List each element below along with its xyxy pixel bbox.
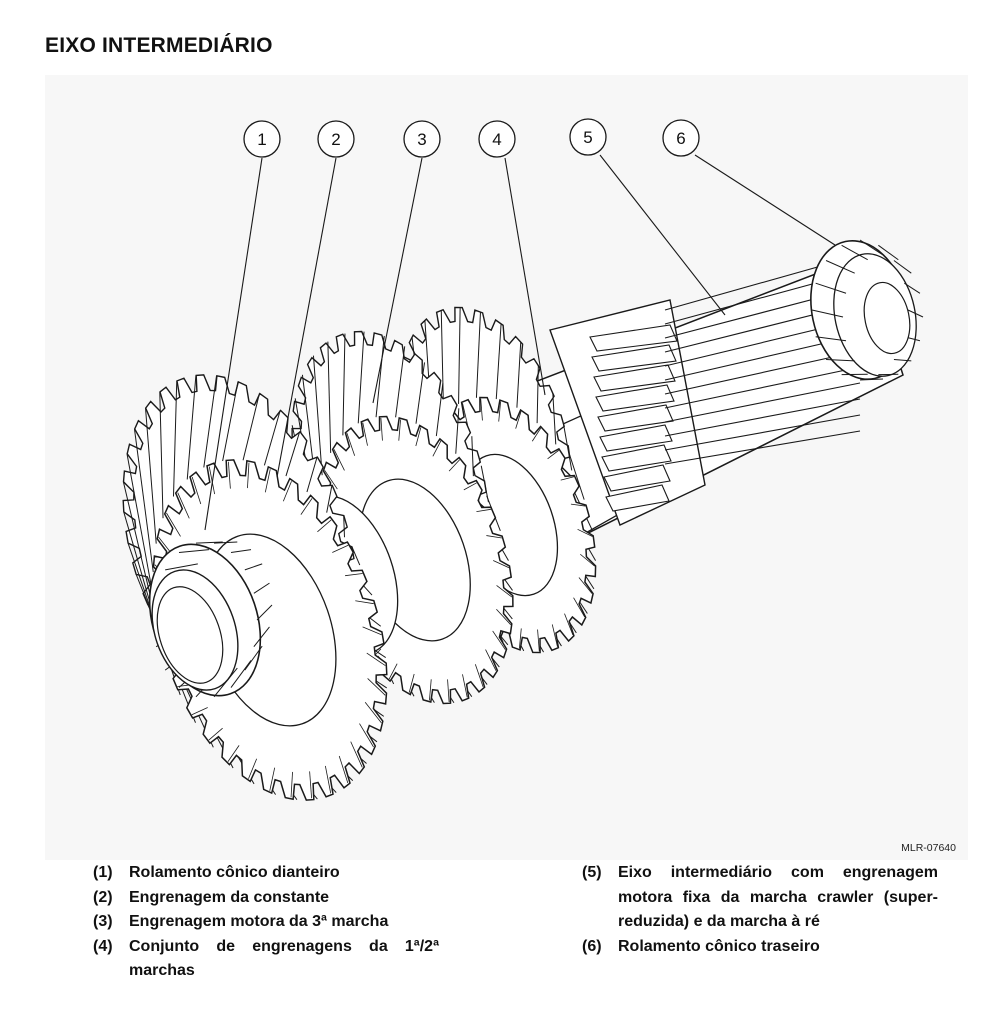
- legend-item-2: (2) Engrenagem da constante: [93, 886, 473, 911]
- callout-leader-line: [599, 154, 726, 316]
- callout-markers: 1 2 3 4 5 6: [243, 118, 700, 158]
- legend-item-5: (5) Eixo intermediário com engrenagem mo…: [582, 861, 962, 935]
- callout-3: 3: [403, 120, 441, 158]
- callout-number: 5: [583, 128, 592, 147]
- crawler-reverse-gear: [549, 254, 861, 526]
- callout-circle: [569, 118, 607, 156]
- legend-left: (1) Rolamento cônico dianteiro (2) Engre…: [93, 861, 473, 984]
- legend-item-1: (1) Rolamento cônico dianteiro: [93, 861, 473, 886]
- callout-leader-line: [694, 154, 836, 246]
- rear-taper-bearing: [810, 239, 924, 381]
- callout-1: 1: [243, 120, 281, 158]
- legend-number: (6): [582, 937, 602, 955]
- legend-number: (5): [582, 864, 602, 881]
- callout-leader-line: [276, 157, 337, 478]
- legend-text: Conjunto de engrenagens da 1ª/2ª marchas: [129, 937, 439, 980]
- legend-number: (2): [93, 888, 113, 906]
- callout-circle: [317, 120, 355, 158]
- countershaft-illustration: 1 2 3 4 5 6 MLR-07640: [45, 75, 968, 860]
- legend-number: (3): [93, 913, 113, 930]
- legend-item-4: (4) Conjunto de engrenagens da 1ª/2ª mar…: [93, 935, 473, 984]
- callout-number: 1: [257, 130, 266, 149]
- callout-5: 5: [569, 118, 607, 156]
- callout-4: 4: [478, 120, 516, 158]
- page-title: EIXO INTERMEDIÁRIO: [45, 34, 273, 57]
- legend-right: (5) Eixo intermediário com engrenagem mo…: [582, 861, 962, 959]
- callout-number: 2: [331, 130, 340, 149]
- callout-leader-line: [504, 157, 546, 396]
- legend-item-6: (6) Rolamento cônico traseiro: [582, 935, 962, 960]
- callout-number: 4: [492, 130, 501, 149]
- legend-number: (1): [93, 864, 113, 881]
- front-taper-bearing: [148, 541, 273, 698]
- legend-text: Engrenagem da constante: [129, 888, 330, 906]
- callout-circle: [403, 120, 441, 158]
- callout-leader-lines: [204, 154, 836, 531]
- legend-text: Eixo intermediário com engrenagem motora…: [618, 864, 938, 930]
- legend-text: Rolamento cônico traseiro: [618, 937, 820, 955]
- callout-leader-line: [204, 157, 263, 531]
- callout-circle: [478, 120, 516, 158]
- figure-code: MLR-07640: [901, 842, 956, 854]
- callout-circle: [662, 119, 700, 157]
- callout-2: 2: [317, 120, 355, 158]
- callout-number: 6: [676, 129, 685, 148]
- legend-text: Rolamento cônico dianteiro: [129, 864, 340, 881]
- countershaft-drawing: 1 2 3 4 5 6: [122, 118, 924, 801]
- legend-number: (4): [93, 937, 113, 955]
- legend-text: Engrenagem motora da 3ª marcha: [129, 913, 389, 930]
- callout-leader-line: [372, 157, 423, 404]
- callout-number: 3: [417, 130, 426, 149]
- legend-item-3: (3) Engrenagem motora da 3ª marcha: [93, 910, 473, 935]
- callout-circle: [243, 120, 281, 158]
- callout-6: 6: [662, 119, 700, 157]
